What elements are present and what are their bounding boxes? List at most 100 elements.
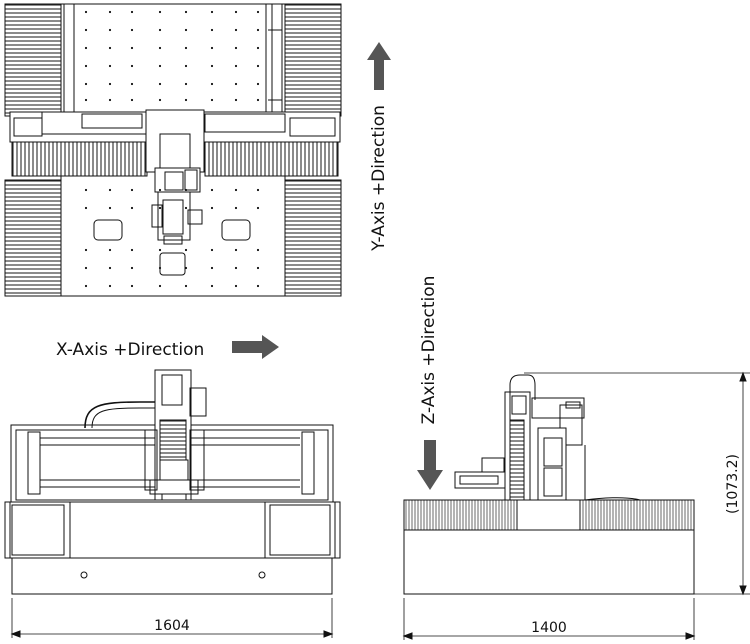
table-hole bbox=[158, 64, 162, 68]
table-hole bbox=[210, 64, 214, 68]
table-hole bbox=[84, 248, 88, 252]
table-hole bbox=[130, 188, 134, 192]
table-hole bbox=[108, 206, 112, 210]
table-hole bbox=[158, 206, 162, 210]
table-hole bbox=[108, 82, 112, 86]
table-hole bbox=[130, 46, 134, 50]
table-slot-right bbox=[221, 219, 251, 241]
table-hole bbox=[108, 28, 112, 32]
table-hole bbox=[234, 284, 238, 288]
table-hole bbox=[256, 266, 260, 270]
y-axis-label: Y-Axis +Direction bbox=[369, 105, 389, 252]
table-hole bbox=[84, 28, 88, 32]
y-bellows-left-upper bbox=[4, 3, 62, 117]
table-hole bbox=[84, 206, 88, 210]
table-hole bbox=[234, 82, 238, 86]
side-upper-box bbox=[531, 397, 585, 419]
front-view bbox=[4, 369, 341, 638]
y-axis-arrow bbox=[367, 42, 391, 90]
table-hole bbox=[84, 284, 88, 288]
x-axis-arrow bbox=[232, 335, 279, 359]
table-hole bbox=[158, 248, 162, 252]
table-hole bbox=[108, 266, 112, 270]
table-hole bbox=[184, 248, 188, 252]
front-base bbox=[11, 557, 333, 595]
table-hole bbox=[130, 82, 134, 86]
upper-table-plate bbox=[73, 3, 273, 117]
front-hole-right bbox=[258, 571, 266, 579]
table-hole-pattern bbox=[84, 10, 260, 288]
table-hole bbox=[184, 82, 188, 86]
front-hole-left bbox=[80, 571, 88, 579]
table-hole bbox=[210, 98, 214, 102]
table-hole bbox=[158, 284, 162, 288]
table-hole bbox=[184, 64, 188, 68]
table-hole bbox=[184, 188, 188, 192]
table-hole bbox=[210, 10, 214, 14]
table-hole bbox=[130, 284, 134, 288]
table-hole bbox=[108, 188, 112, 192]
dimension-front-width: 1604 bbox=[154, 618, 190, 634]
table-hole bbox=[130, 28, 134, 32]
table-hole bbox=[158, 82, 162, 86]
z-axis-arrow bbox=[417, 440, 443, 490]
table-hole bbox=[158, 10, 162, 14]
table-slot-bottom bbox=[159, 252, 186, 276]
table-hole bbox=[130, 10, 134, 14]
table-hole bbox=[234, 248, 238, 252]
table-hole bbox=[130, 206, 134, 210]
table-hole bbox=[158, 188, 162, 192]
table-hole bbox=[108, 64, 112, 68]
side-slide bbox=[516, 499, 581, 531]
table-hole bbox=[184, 284, 188, 288]
table-hole bbox=[234, 46, 238, 50]
table-hole bbox=[234, 206, 238, 210]
side-base bbox=[403, 529, 695, 595]
table-hole bbox=[256, 98, 260, 102]
table-hole bbox=[158, 266, 162, 270]
table-hole bbox=[84, 64, 88, 68]
table-hole bbox=[84, 98, 88, 102]
table-hole bbox=[210, 188, 214, 192]
table-hole bbox=[84, 82, 88, 86]
carriage bbox=[145, 109, 205, 173]
table-hole bbox=[234, 188, 238, 192]
table-hole bbox=[108, 10, 112, 14]
table-hole bbox=[108, 46, 112, 50]
table-hole bbox=[184, 46, 188, 50]
table-hole bbox=[256, 82, 260, 86]
table-hole bbox=[84, 266, 88, 270]
table-hole bbox=[84, 188, 88, 192]
table-hole bbox=[256, 10, 260, 14]
x-axis-label: X-Axis +Direction bbox=[56, 340, 204, 360]
table-hole bbox=[130, 64, 134, 68]
table-hole bbox=[184, 10, 188, 14]
table-hole bbox=[158, 28, 162, 32]
table-hole bbox=[256, 28, 260, 32]
table-hole bbox=[184, 28, 188, 32]
table-hole bbox=[210, 266, 214, 270]
x-bellows-left bbox=[11, 141, 148, 177]
table-hole bbox=[234, 64, 238, 68]
table-hole bbox=[108, 284, 112, 288]
table-hole bbox=[184, 206, 188, 210]
table-hole bbox=[256, 64, 260, 68]
top-view bbox=[4, 3, 342, 297]
table-hole bbox=[234, 98, 238, 102]
side-view bbox=[402, 371, 750, 640]
table-hole bbox=[256, 284, 260, 288]
table-hole bbox=[234, 266, 238, 270]
dimension-side-width: 1400 bbox=[531, 620, 567, 636]
front-base-top bbox=[4, 501, 341, 559]
table-hole bbox=[256, 188, 260, 192]
y-bellows-left-lower bbox=[4, 179, 62, 297]
table-hole bbox=[108, 248, 112, 252]
table-hole bbox=[210, 284, 214, 288]
table-hole bbox=[158, 98, 162, 102]
table-hole bbox=[84, 10, 88, 14]
table-hole bbox=[130, 266, 134, 270]
z-axis-label: Z-Axis +Direction bbox=[419, 276, 439, 425]
table-hole bbox=[84, 46, 88, 50]
table-slot-left bbox=[93, 219, 123, 241]
table-hole bbox=[130, 248, 134, 252]
